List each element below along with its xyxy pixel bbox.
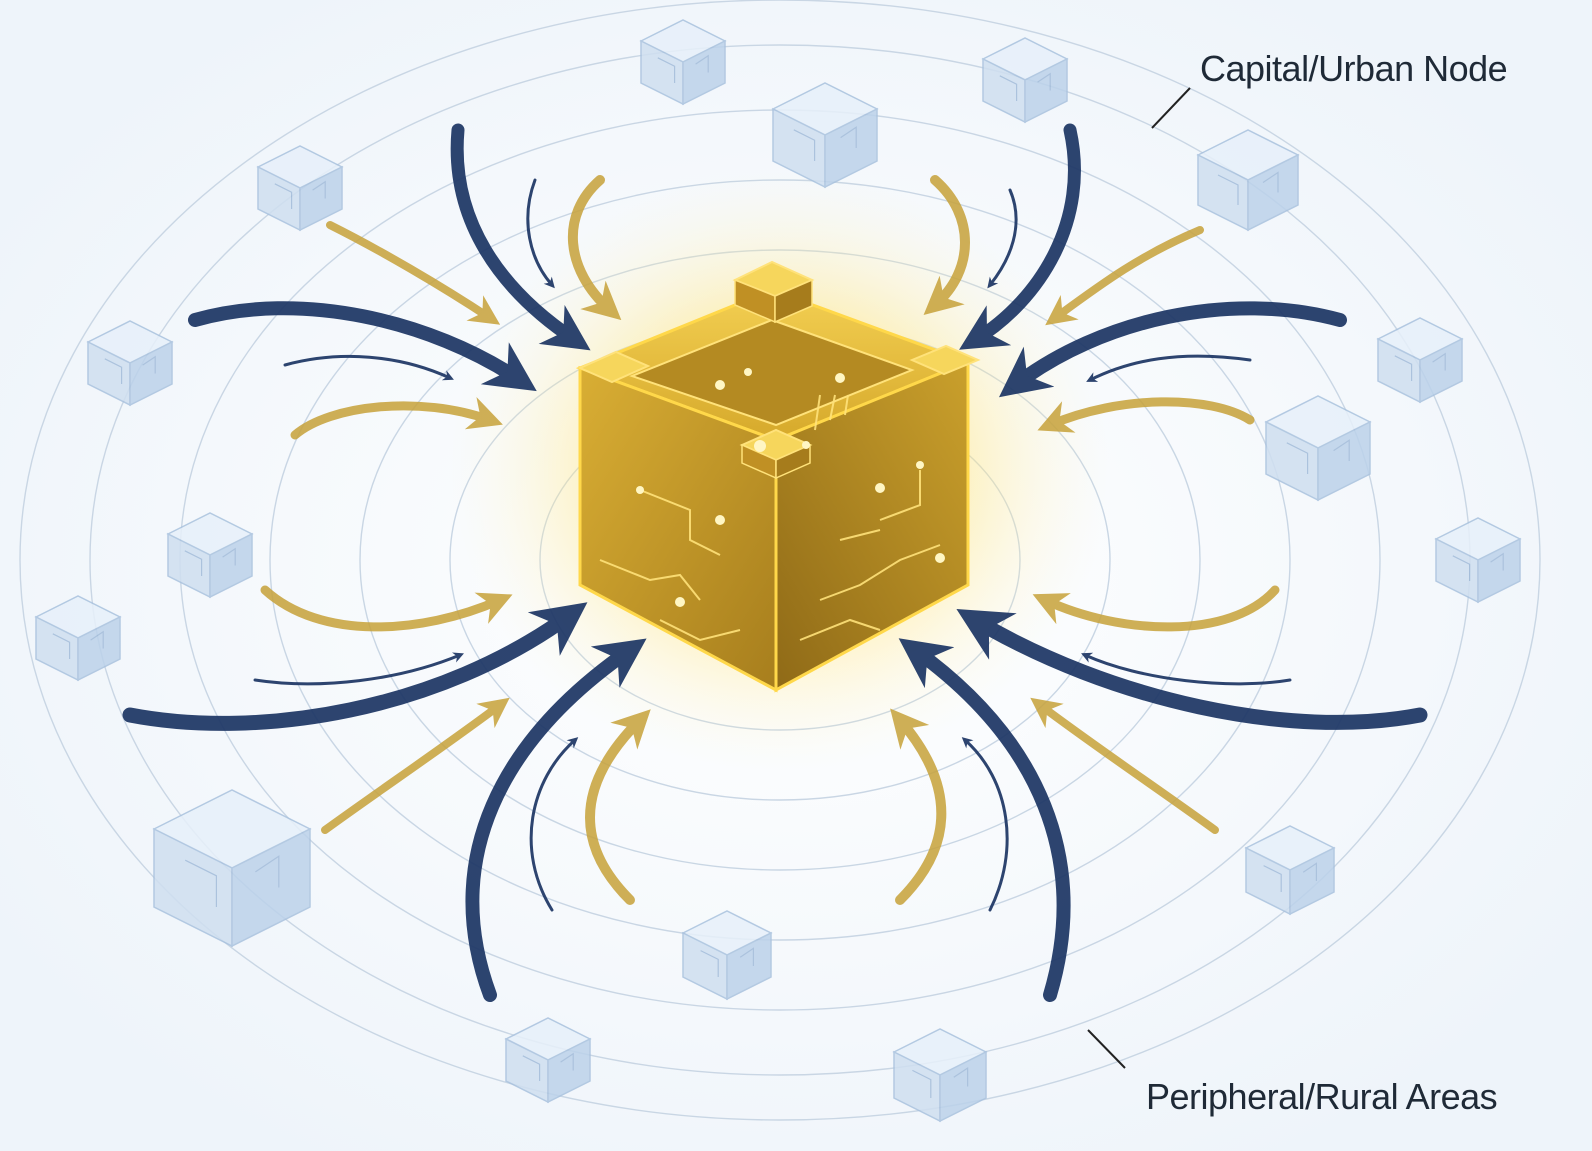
peripheral-cubes — [34, 19, 1522, 1123]
inflow-arrow-19 — [465, 638, 647, 1002]
inflow-arrow-20 — [529, 737, 579, 912]
core-circuit-nodes — [636, 368, 945, 607]
inflow-arrow-9 — [987, 188, 1018, 289]
inflow-arrow-8 — [959, 123, 1081, 350]
inflow-arrow-28 — [890, 708, 947, 905]
inflow-arrow-4 — [188, 301, 537, 392]
core-tower-left — [577, 350, 651, 384]
castle-cube-icon — [575, 260, 981, 693]
inflow-arrow-12 — [1086, 354, 1252, 382]
peripheral-rural-areas-label: Peripheral/Rural Areas — [1146, 1076, 1498, 1117]
peripheral-cube-13 — [152, 789, 312, 948]
capital-urban-node-label: Capital/Urban Node — [1200, 48, 1508, 89]
inflow-arrows — [122, 123, 1428, 1002]
peripheral-cube-15 — [504, 1017, 592, 1104]
peripheral-cube-4 — [1196, 129, 1300, 232]
core-courtyard — [629, 318, 915, 427]
inflow-arrow-24 — [1032, 585, 1280, 632]
inflow-arrow-15 — [122, 602, 588, 731]
peripheral-cube-3 — [981, 37, 1069, 124]
inflow-arrow-6 — [290, 397, 503, 440]
peripheral-leader-line — [1087, 1029, 1126, 1069]
peripheral-cube-8 — [1264, 395, 1372, 502]
inflow-arrow-14 — [1045, 226, 1204, 326]
core-tower-front-right — [775, 443, 811, 480]
inflow-arrow-21 — [585, 709, 651, 905]
inflow-arrow-10 — [923, 175, 970, 316]
core-tower-back-right — [774, 278, 813, 324]
inflow-arrow-27 — [961, 737, 1009, 912]
inflow-arrow-13 — [1037, 397, 1255, 433]
inflow-arrow-22 — [956, 608, 1428, 730]
inflow-arrow-1 — [450, 123, 591, 351]
inflow-arrow-2 — [526, 178, 555, 289]
peripheral-cube-12 — [1244, 825, 1336, 916]
inflow-arrow-26 — [898, 638, 1071, 1002]
inflow-arrow-7 — [326, 221, 501, 325]
inflow-arrow-16 — [253, 652, 464, 686]
capital-leader-line — [1151, 87, 1191, 129]
orbit-ring-7 — [19, 0, 1541, 1121]
inflow-arrow-11 — [998, 301, 1347, 398]
peripheral-cube-11 — [34, 595, 122, 682]
peripheral-cube-14 — [681, 910, 773, 1001]
core-tower-right — [909, 344, 981, 376]
peripheral-cube-2 — [771, 82, 879, 189]
inflow-arrow-18 — [321, 697, 510, 834]
peripheral-cube-9 — [166, 512, 254, 599]
inflow-arrow-17 — [260, 585, 513, 632]
peripheral-cube-1 — [639, 19, 727, 106]
inflow-arrow-23 — [1081, 652, 1292, 686]
peripheral-cube-5 — [256, 145, 344, 232]
core-right-face — [774, 359, 970, 693]
core-circuit-traces — [599, 394, 941, 642]
peripheral-cube-7 — [1376, 317, 1464, 404]
peripheral-cube-6 — [86, 320, 174, 407]
inflow-arrow-5 — [283, 354, 454, 381]
inflow-arrow-25 — [1030, 697, 1219, 834]
peripheral-cube-10 — [1434, 517, 1522, 604]
peripheral-cube-16 — [892, 1028, 988, 1123]
inflow-arrow-3 — [567, 175, 622, 321]
